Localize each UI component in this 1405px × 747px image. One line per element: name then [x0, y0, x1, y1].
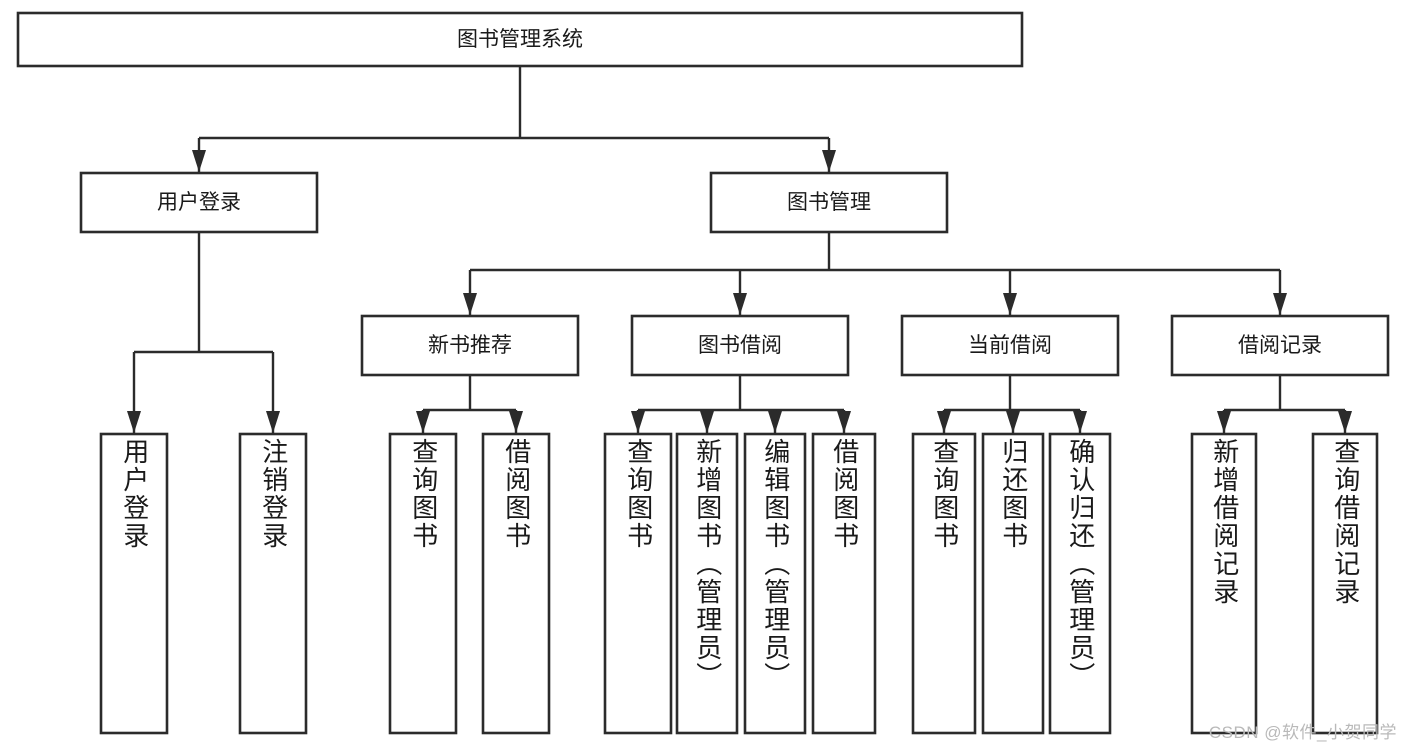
arrow-head-icon-level3-3 — [1273, 293, 1287, 315]
node-box-level3-1[interactable] — [630, 314, 850, 377]
arrow-head-icon-leaf-0 — [127, 411, 141, 433]
node-box-leaf-9[interactable] — [981, 432, 1045, 735]
boxes-layer — [16, 11, 1390, 735]
node-box-leaf-4[interactable] — [603, 432, 673, 735]
node-box-leaf-3[interactable] — [481, 432, 551, 735]
node-box-leaf-12[interactable] — [1311, 432, 1379, 735]
arrow-head-icon-leaf-8 — [937, 411, 951, 433]
node-box-root[interactable] — [16, 11, 1024, 68]
csdn-watermark: CSDN @软件_小贺同学 — [1208, 723, 1397, 742]
arrow-head-icon-level2-0 — [192, 150, 206, 172]
node-box-leaf-2[interactable] — [388, 432, 458, 735]
node-label-root: 图书管理系统 — [457, 28, 583, 51]
arrow-head-icon-leaf-2 — [416, 411, 430, 433]
node-box-leaf-11[interactable] — [1190, 432, 1258, 735]
node-box-leaf-0[interactable] — [99, 432, 169, 735]
node-label-level2-0: 用户登录 — [157, 191, 241, 214]
arrow-head-icon-leaf-5 — [700, 411, 714, 433]
arrow-head-icon-leaf-9 — [1006, 411, 1020, 433]
node-box-level3-2[interactable] — [900, 314, 1120, 377]
node-box-level2-0[interactable] — [79, 171, 319, 234]
node-box-leaf-10[interactable] — [1048, 432, 1112, 735]
node-box-leaf-7[interactable] — [811, 432, 877, 735]
arrow-head-icon-level3-1 — [733, 293, 747, 315]
arrow-head-icon-leaf-7 — [837, 411, 851, 433]
arrow-head-icon-level3-0 — [463, 293, 477, 315]
arrow-head-icon-level2-1 — [822, 150, 836, 172]
node-box-level2-1[interactable] — [709, 171, 949, 234]
edges-layer — [127, 66, 1352, 433]
arrow-head-icon-leaf-10 — [1073, 411, 1087, 433]
node-label-level3-1: 图书借阅 — [698, 334, 782, 357]
arrow-head-icon-leaf-4 — [631, 411, 645, 433]
node-label-level3-2: 当前借阅 — [968, 334, 1052, 357]
arrow-head-icon-leaf-1 — [266, 411, 280, 433]
node-box-leaf-6[interactable] — [743, 432, 807, 735]
arrow-head-icon-leaf-11 — [1217, 411, 1231, 433]
node-box-level3-3[interactable] — [1170, 314, 1390, 377]
node-label-level3-3: 借阅记录 — [1238, 334, 1322, 357]
arrow-head-icon-leaf-12 — [1338, 411, 1352, 433]
node-label-level2-1: 图书管理 — [787, 191, 871, 214]
node-box-leaf-5[interactable] — [675, 432, 739, 735]
arrow-head-icon-level3-2 — [1003, 293, 1017, 315]
node-box-level3-0[interactable] — [360, 314, 580, 377]
node-box-leaf-8[interactable] — [911, 432, 977, 735]
node-box-leaf-1[interactable] — [238, 432, 308, 735]
arrow-head-icon-leaf-3 — [509, 411, 523, 433]
arrow-head-icon-leaf-6 — [768, 411, 782, 433]
node-label-level3-0: 新书推荐 — [428, 334, 512, 357]
